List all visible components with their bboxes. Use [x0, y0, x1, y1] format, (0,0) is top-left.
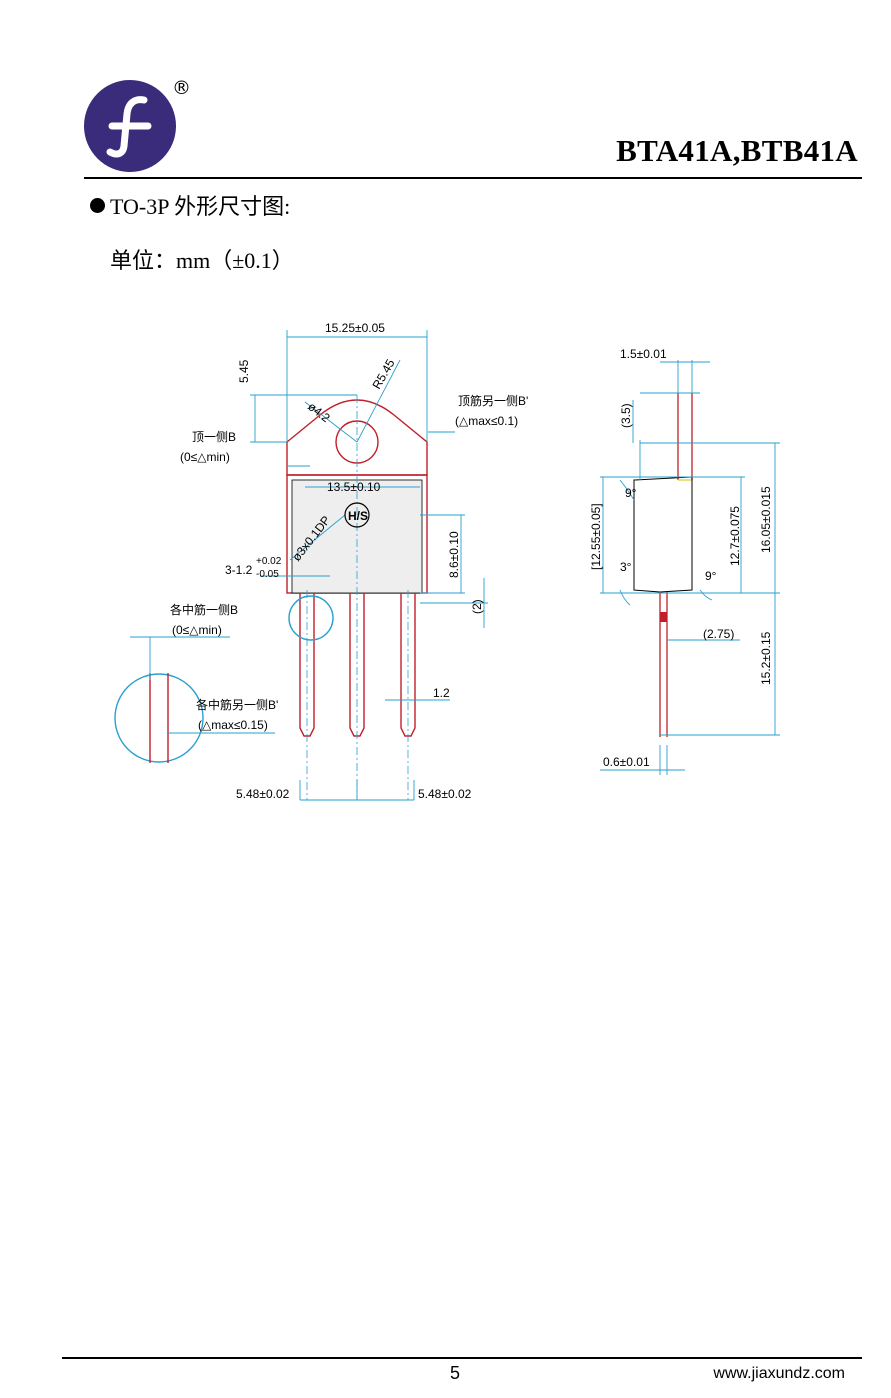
- unit-label: 单位：mm（±0.1）: [110, 248, 294, 273]
- dim-top-height: 5.45: [237, 359, 251, 383]
- dim-offset: (2.75): [703, 627, 734, 641]
- label-top: 顶一侧B: [192, 430, 236, 444]
- dim-lead-thickness: 0.6±0.01: [603, 755, 650, 769]
- dim-pin-12: 1.2: [433, 686, 450, 700]
- dim-tab-height: (3.5): [619, 403, 633, 428]
- label-mid-tol: (0≤△min): [172, 623, 222, 637]
- dim-body-127: 12.7±0.075: [728, 506, 742, 566]
- label-top-side: 顶筋另一侧B': [458, 393, 528, 408]
- dim-pitch-left: 5.48±0.02: [236, 787, 290, 801]
- dim-width: 15.25±0.05: [325, 321, 385, 335]
- bullet-icon: [90, 198, 105, 213]
- dim-pin-width-minus: -0.05: [256, 569, 279, 580]
- dim-body-width: 13.5±0.10: [327, 480, 381, 494]
- label-mid-other-tol: (△max≤0.15): [198, 718, 268, 732]
- product-title: BTA41A,BTB41A: [616, 133, 858, 168]
- dim-angle-9a: 9°: [625, 486, 637, 500]
- dim-lead-length: 15.2±0.15: [759, 631, 773, 685]
- front-view: [114, 330, 488, 801]
- dim-pin-step: (2): [470, 599, 484, 614]
- section-heading-text: TO-3P 外形尺寸图:: [110, 194, 291, 219]
- company-logo: [84, 80, 176, 172]
- label-mid-other: 各中筋另一侧B': [196, 697, 278, 712]
- header-rule: [84, 177, 862, 179]
- dim-total-body: 16.05±0.015: [759, 486, 773, 553]
- package-drawing: 15.25±0.05 5.45 R5.45 ø4.2 顶筋另一侧B' (△max…: [114, 321, 780, 801]
- dim-hole: ø4.2: [305, 399, 333, 425]
- label-top-tol: (0≤△min): [180, 450, 230, 464]
- page-number: 5: [450, 1363, 461, 1383]
- dim-tab-thickness: 1.5±0.01: [620, 347, 667, 361]
- label-top-side-tol: (△max≤0.1): [455, 414, 518, 428]
- dim-pin-width: 3-1.2: [225, 563, 253, 577]
- section-heading: TO-3P 外形尺寸图:: [90, 189, 290, 221]
- dim-angle-9b: 9°: [705, 569, 717, 583]
- marking-hs: H/S: [348, 509, 368, 523]
- dim-body-1255: [12.55±0.05]: [589, 503, 603, 570]
- side-view: [600, 360, 780, 775]
- footer-rule: [62, 1357, 862, 1359]
- label-mid: 各中筋一侧B: [170, 602, 238, 617]
- dim-height-86: 8.6±0.10: [447, 531, 461, 578]
- dim-pin-width-plus: +0.02: [256, 556, 282, 567]
- dim-angle-3: 3°: [620, 560, 632, 574]
- dim-radius: R5.45: [369, 356, 397, 391]
- dim-pitch-right: 5.48±0.02: [418, 787, 472, 801]
- registered-mark: ®: [172, 77, 191, 99]
- website-link[interactable]: www.jiaxundz.com: [713, 1365, 845, 1382]
